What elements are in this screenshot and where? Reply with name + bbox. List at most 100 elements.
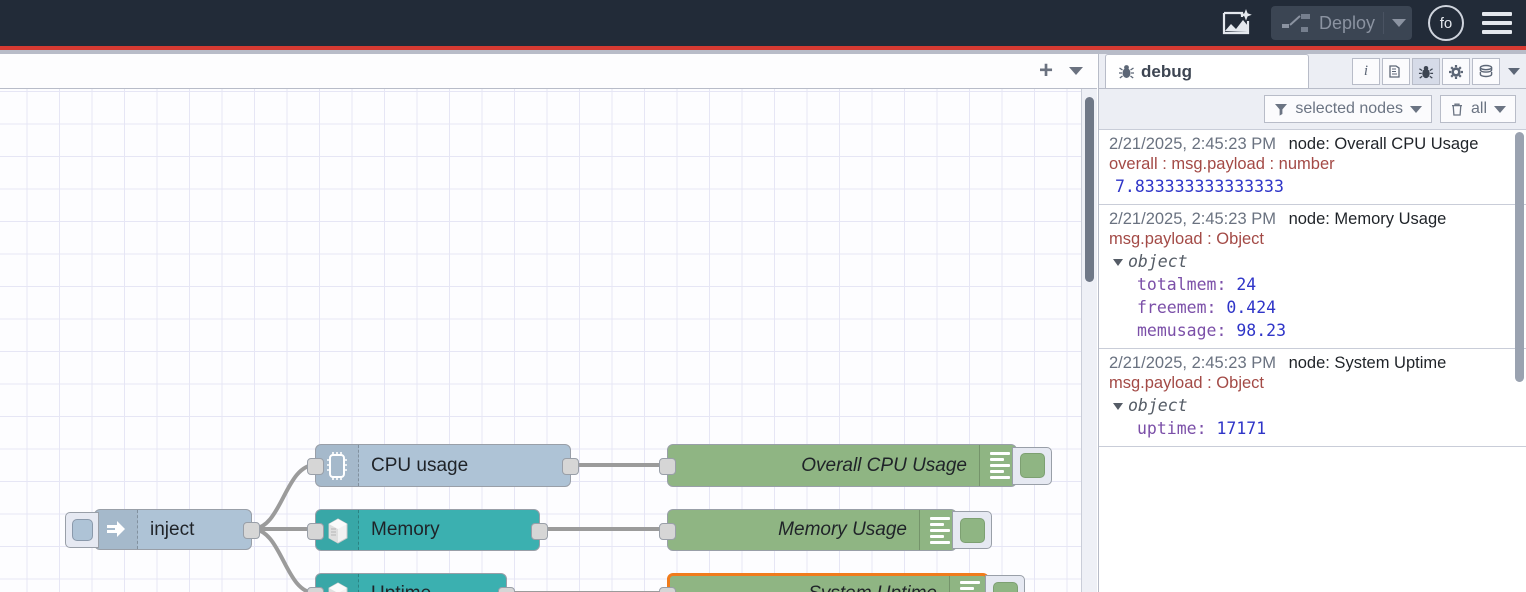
plus-icon[interactable]: + — [1038, 57, 1053, 84]
node-cpu-usage-label: CPU usage — [371, 454, 469, 476]
debug-message[interactable]: 2/21/2025, 2:45:23 PM node: Overall CPU … — [1099, 130, 1526, 205]
header-accent-line — [0, 46, 1526, 50]
node-divider — [979, 445, 980, 486]
node-overall-cpu-usage-label: Overall CPU Usage — [801, 454, 967, 476]
node-memory-input-port[interactable] — [307, 523, 324, 540]
chevron-down-icon[interactable] — [1508, 68, 1520, 75]
chevron-down-icon[interactable] — [1409, 105, 1422, 113]
node-overall-cpu-usage[interactable]: Overall CPU Usage — [659, 444, 1052, 487]
debug-object-label: object — [1128, 396, 1188, 415]
bug-icon[interactable] — [1412, 58, 1440, 85]
canvas-scrollbar[interactable] — [1081, 89, 1097, 592]
debug-message[interactable]: 2/21/2025, 2:45:23 PM node: System Uptim… — [1099, 349, 1526, 447]
trash-icon — [1451, 103, 1462, 116]
debug-toggle-inner — [1019, 453, 1045, 478]
debug-lines-icon — [960, 580, 986, 592]
chevron-down-icon[interactable] — [1069, 67, 1083, 75]
tab-debug[interactable]: debug — [1105, 54, 1309, 88]
debug-message-topic: msg.payload : Object — [1109, 230, 1264, 248]
chevron-down-icon[interactable] — [1494, 105, 1506, 113]
debug-message[interactable]: 2/21/2025, 2:45:23 PM node: Memory Usage… — [1099, 205, 1526, 349]
debug-message-header: 2/21/2025, 2:45:23 PM node: Overall CPU … — [1109, 135, 1516, 154]
gear-icon[interactable] — [1442, 58, 1470, 85]
node-memory-usage-label: Memory Usage — [778, 519, 907, 540]
node-memory[interactable]: Memory — [307, 509, 548, 551]
node-overall-cpu-usage-input-port[interactable] — [659, 458, 676, 475]
debug-message-time: 2/21/2025, 2:45:23 PM — [1109, 210, 1276, 228]
info-icon[interactable]: i — [1352, 58, 1380, 85]
node-uptime-output-port[interactable] — [498, 587, 515, 592]
debug-property-key: uptime: — [1137, 419, 1207, 438]
canvas-scrollbar-thumb[interactable] — [1085, 97, 1094, 282]
bug-icon — [1119, 65, 1134, 79]
tab-debug-label: debug — [1141, 61, 1192, 81]
debug-object-property: uptime: 17171 — [1109, 419, 1516, 438]
debug-message-source: node: System Uptime — [1288, 354, 1447, 372]
arrow-right-icon — [95, 510, 138, 549]
node-system-uptime-toggle[interactable] — [985, 575, 1025, 592]
node-memory-label: Memory — [371, 519, 440, 540]
node-cpu-usage[interactable]: CPU usage — [307, 444, 579, 487]
debug-object-property: memusage: 98.23 — [1109, 321, 1516, 340]
node-inject-output-port[interactable] — [243, 522, 260, 539]
book-icon[interactable] — [1382, 58, 1410, 85]
debug-message-topic: overall : msg.payload : number — [1109, 155, 1335, 173]
node-divider — [919, 510, 920, 550]
node-uptime-label: Uptime — [359, 583, 506, 592]
node-memory-usage[interactable]: Memory Usage — [659, 509, 992, 551]
debug-property-value: 0.424 — [1226, 298, 1277, 317]
debug-toggle-inner — [992, 581, 1018, 592]
avatar[interactable]: fo — [1428, 5, 1464, 41]
node-memory-usage-input-port[interactable] — [659, 523, 676, 540]
main-header: Deploy fo — [0, 0, 1526, 46]
workspace-tabbar: + — [0, 54, 1097, 89]
triangle-down-icon[interactable] — [1113, 259, 1123, 266]
node-uptime-input-port[interactable] — [307, 587, 324, 592]
flow-magic-icon[interactable] — [1215, 2, 1257, 44]
hamburger-menu-icon[interactable] — [1482, 12, 1512, 34]
debug-message-header: 2/21/2025, 2:45:23 PM node: Memory Usage — [1109, 210, 1516, 229]
node-system-uptime[interactable]: System Uptime — [659, 573, 1025, 592]
triangle-down-icon[interactable] — [1113, 403, 1123, 410]
deploy-divider — [1383, 12, 1384, 34]
node-divider — [949, 576, 950, 592]
clear-all-button[interactable]: all — [1439, 95, 1516, 123]
debug-object-toggle[interactable]: object — [1109, 252, 1516, 271]
node-cpu-usage-input-port[interactable] — [307, 458, 324, 475]
node-cpu-usage-output-port[interactable] — [562, 458, 579, 475]
debug-object-toggle[interactable]: object — [1109, 396, 1516, 415]
sidebar-tabrow: debug i — [1099, 54, 1526, 89]
debug-message-source: node: Overall CPU Usage — [1288, 135, 1479, 153]
node-system-uptime-input-port[interactable] — [659, 587, 676, 592]
stack-icon[interactable] — [1472, 58, 1500, 85]
node-memory-output-port[interactable] — [531, 523, 548, 540]
inject-trigger-button[interactable] — [65, 511, 99, 548]
sidebar-icon-buttons: i — [1352, 58, 1526, 88]
node-uptime[interactable]: Uptime — [307, 573, 515, 592]
filter-selected-nodes-button[interactable]: selected nodes — [1264, 95, 1432, 123]
debug-message-time: 2/21/2025, 2:45:23 PM — [1109, 354, 1276, 372]
debug-scrollbar-thumb[interactable] — [1515, 132, 1524, 382]
debug-scrollbar[interactable] — [1513, 130, 1526, 592]
debug-property-value: 98.23 — [1236, 321, 1287, 340]
node-memory-usage-toggle[interactable] — [952, 511, 992, 549]
debug-property-key: freemem: — [1137, 298, 1217, 317]
node-inject[interactable]: inject — [65, 509, 260, 550]
deploy-button[interactable]: Deploy — [1270, 6, 1412, 40]
debug-object-property: totalmem: 24 — [1109, 275, 1516, 294]
chevron-down-icon[interactable] — [1392, 19, 1406, 27]
debug-property-key: memusage: — [1137, 321, 1227, 340]
server-icon — [316, 574, 359, 592]
filter-selected-nodes-label: selected nodes — [1295, 100, 1403, 117]
debug-message-source: node: Memory Usage — [1288, 210, 1447, 228]
deploy-label: Deploy — [1318, 12, 1375, 33]
flow-canvas[interactable]: inject CPU usage — [0, 89, 1081, 592]
header-gray-strip — [0, 50, 1526, 54]
node-overall-cpu-usage-toggle[interactable] — [1012, 446, 1052, 485]
debug-message-list[interactable]: 2/21/2025, 2:45:23 PM node: Overall CPU … — [1099, 130, 1526, 592]
debug-property-value: 17171 — [1216, 419, 1267, 438]
sidebar-panel: debug i — [1098, 54, 1526, 592]
clear-all-label: all — [1470, 100, 1487, 117]
debug-object-label: object — [1128, 252, 1188, 271]
debug-filter-row: selected nodes all — [1099, 89, 1526, 130]
